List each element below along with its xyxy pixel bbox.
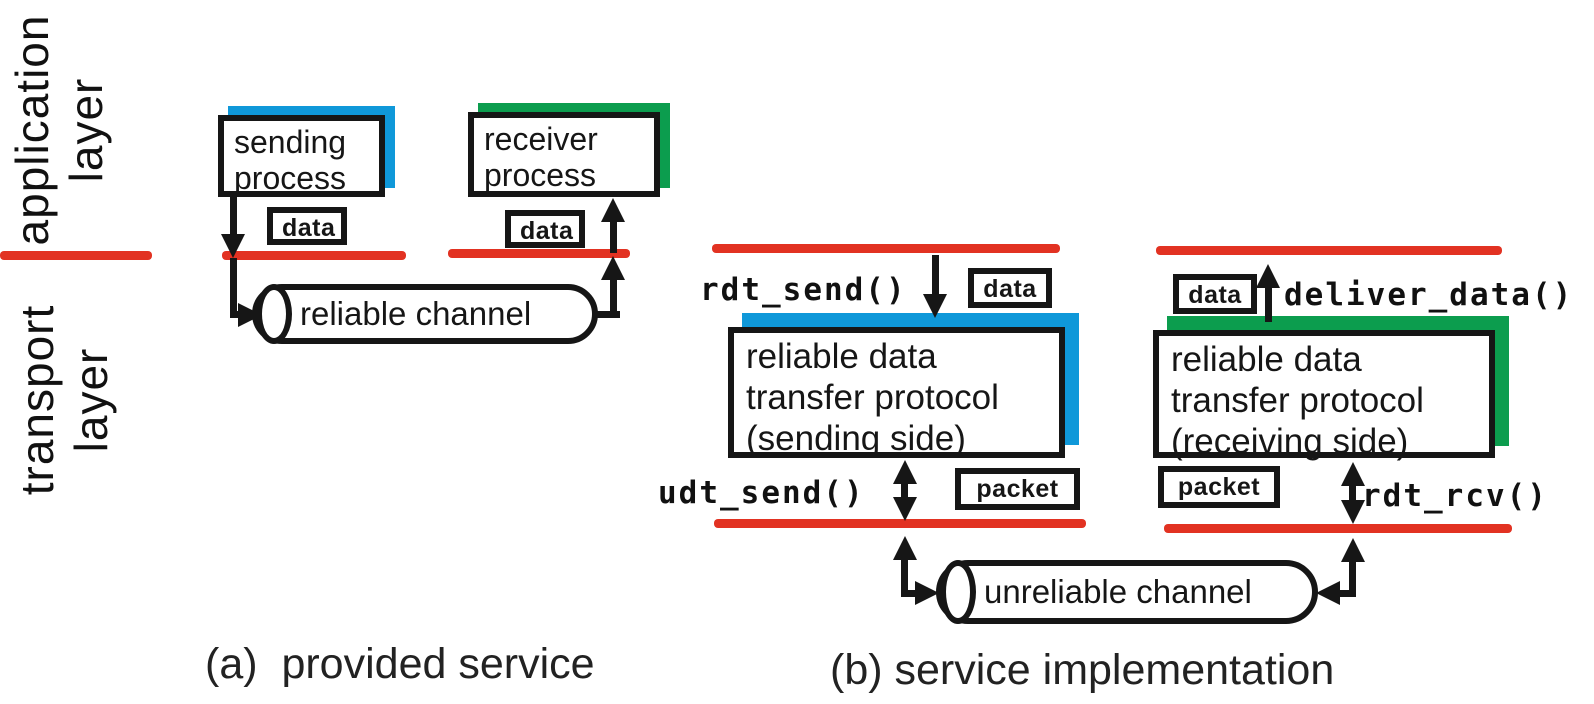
arrow-shaft: [230, 311, 240, 318]
rdt-send-label: rdt_send(): [700, 272, 907, 308]
layer-boundary-line: [1164, 524, 1512, 533]
arrow-shaft: [901, 590, 917, 597]
packet-tag: packet: [955, 468, 1080, 510]
channel-end-cap: [940, 560, 976, 624]
arrow-shaft: [595, 311, 620, 318]
arrow-shaft: [610, 220, 617, 253]
deliver-data-label: deliver_data(): [1284, 277, 1574, 313]
caption-b: (b) service implementation: [830, 646, 1335, 694]
arrow-head: [601, 198, 625, 222]
receiver-process-label-line1: receiver: [484, 121, 598, 157]
reliable-channel-label: reliable channel: [300, 295, 532, 332]
receiving-protocol-line1: reliable data: [1171, 340, 1362, 379]
unreliable-channel-label: unreliable channel: [984, 573, 1252, 610]
arrow-shaft: [1265, 286, 1272, 322]
arrow-head: [915, 581, 939, 605]
data-tag: data: [968, 268, 1052, 308]
unreliable-channel: unreliable channel: [936, 560, 1318, 624]
layer-boundary-line: [714, 519, 1086, 528]
arrow-shaft: [901, 556, 908, 597]
transport-layer-label-line1: transport: [11, 304, 63, 496]
sending-protocol-line3: (sending side): [746, 419, 966, 458]
sending-protocol-line1: reliable data: [746, 337, 937, 376]
arrow-head: [601, 256, 625, 280]
arrow-shaft: [230, 258, 237, 318]
arrow-head: [238, 303, 262, 327]
transport-layer-label: transport layer: [10, 285, 130, 515]
arrow-head: [893, 497, 917, 521]
sending-protocol-line2: transfer protocol: [746, 378, 999, 417]
layer-boundary-line: [1156, 246, 1502, 255]
sending-protocol-box: reliable data transfer protocol (sending…: [728, 327, 1065, 458]
receiver-process-label-line2: process: [484, 157, 597, 193]
data-tag: data: [1173, 274, 1257, 314]
sending-process-label-line2: process: [234, 160, 347, 196]
packet-tag: packet: [1158, 466, 1280, 508]
application-layer-label: application layer: [5, 0, 125, 265]
arrow-shaft: [1338, 590, 1354, 597]
udt-send-label: udt_send(): [658, 475, 865, 511]
receiving-protocol-box: reliable data transfer protocol (receivi…: [1153, 330, 1495, 461]
reliable-channel: reliable channel: [252, 284, 598, 344]
arrow-shaft: [610, 278, 617, 318]
arrow-shaft: [1349, 558, 1356, 597]
rdt-rcv-label: rdt_rcv(): [1362, 478, 1548, 514]
layer-boundary-line: [712, 244, 1060, 253]
layer-boundary-line: [448, 249, 630, 258]
arrow-shaft: [230, 197, 237, 236]
arrow-shaft: [932, 255, 939, 297]
receiving-protocol-line3: (receiving side): [1171, 422, 1409, 461]
receiver-process-box: receiver process: [468, 112, 660, 197]
arrow-head: [1316, 581, 1340, 605]
sending-process-label-line1: sending: [234, 124, 347, 160]
arrow-head: [923, 294, 947, 318]
arrow-head: [221, 234, 245, 258]
application-layer-label-line1: application: [6, 14, 58, 246]
data-tag: data: [505, 210, 585, 248]
data-tag: data: [267, 207, 347, 245]
arrow-shaft: [901, 480, 908, 502]
sending-process-box: sending process: [218, 115, 385, 197]
application-layer-label-line2: layer: [60, 77, 112, 183]
arrow-shaft: [1349, 482, 1356, 504]
layer-boundary-line: [0, 251, 152, 260]
transport-layer-label-line2: layer: [65, 347, 117, 453]
arrow-head: [1341, 500, 1365, 524]
arrow-head: [1256, 264, 1280, 288]
layer-boundary-line: [222, 251, 406, 260]
receiving-protocol-line2: transfer protocol: [1171, 381, 1424, 420]
caption-a: (a) provided service: [205, 640, 595, 688]
